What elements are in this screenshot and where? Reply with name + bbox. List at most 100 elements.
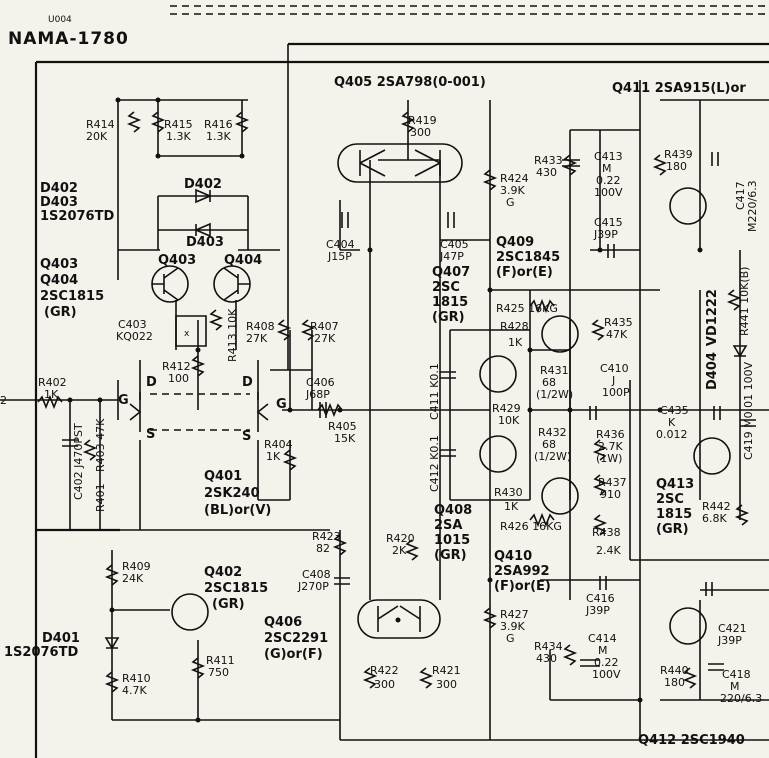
d403-diode: [193, 222, 211, 238]
label-r425: R425 16KG: [496, 302, 558, 315]
unit-code: U004: [48, 15, 72, 25]
label-q412: Q412 2SC1940: [638, 733, 745, 748]
model-title: NAMA-1780: [8, 29, 129, 49]
pin-x: x: [184, 329, 190, 339]
q410-symbol: [541, 477, 579, 515]
q408-symbol: [479, 435, 517, 473]
d402-diode: [195, 188, 213, 204]
label-q404: Q404: [224, 253, 262, 268]
label-d403: D403: [186, 235, 224, 250]
label-q405: Q405 2SA798(0-001): [334, 75, 486, 90]
junction-dots: [67, 97, 703, 723]
label-d402: D402: [184, 177, 222, 192]
label-c419: C419 M0.01 100V: [742, 361, 755, 460]
pin-d-left: D: [146, 375, 157, 390]
q409-symbol: [541, 315, 579, 353]
edge-connector-2: 2: [0, 394, 7, 407]
pin-d-right: D: [242, 375, 253, 390]
label-r413: R413 10K: [226, 308, 239, 362]
pin-g-left: G: [118, 393, 129, 408]
label-c412: C412 K0.1: [428, 435, 441, 492]
capacitor-symbols: [62, 152, 756, 671]
label-c417-value: M220/6.3: [746, 180, 759, 232]
label-r441: R441 10K(B): [738, 267, 751, 336]
label-c417: C417: [734, 181, 747, 210]
label-q403: Q403: [158, 253, 196, 268]
q412-symbol: [669, 607, 707, 645]
d404-diode: [732, 345, 748, 358]
label-r403: R403 47K: [94, 418, 107, 472]
d401-diode: [104, 637, 120, 650]
q411-symbol: [669, 187, 707, 225]
q402-symbol: [171, 593, 209, 631]
q413-symbol: [693, 437, 731, 475]
main-wires: [0, 42, 769, 758]
q407-symbol: [479, 355, 517, 393]
label-r426: R426 16KG: [500, 520, 562, 533]
pin-s-right: S: [242, 429, 251, 444]
label-c402: C402 J470PST: [72, 423, 85, 500]
q406-dual-transistor: [357, 599, 441, 639]
label-r401: R401: [94, 483, 107, 512]
label-q411: Q411 2SA915(L)or: [612, 81, 746, 96]
pin-g-right: G: [276, 397, 287, 412]
resistor-symbols: [37, 111, 750, 693]
q401-dual-fet: [129, 392, 269, 432]
